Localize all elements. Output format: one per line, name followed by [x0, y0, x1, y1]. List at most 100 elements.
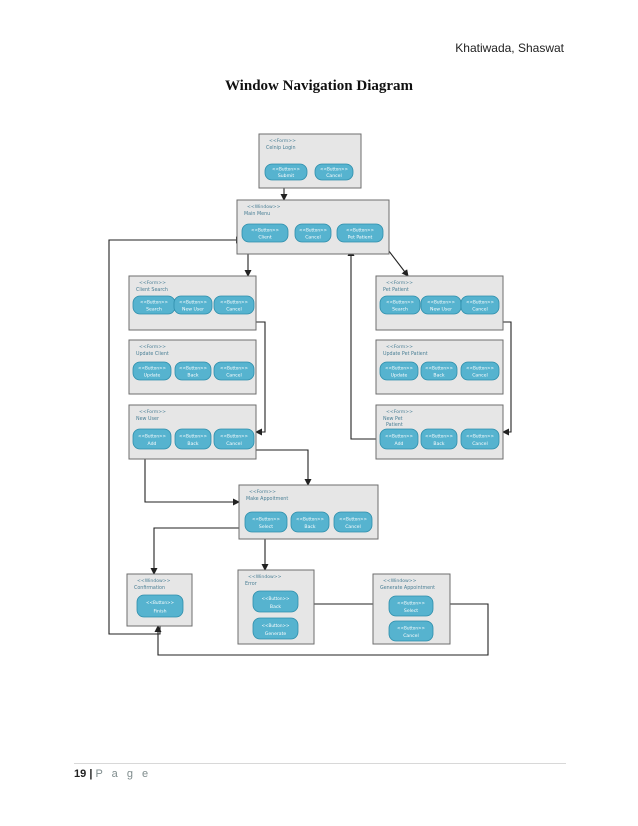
button-shape[interactable] — [336, 223, 384, 243]
button-stereotype: <<Button>> — [179, 300, 208, 305]
mainmenu-pet-patient-button[interactable]: <<Button>>Pet Patient — [336, 223, 384, 243]
button-shape[interactable] — [294, 223, 332, 243]
updatepet-cancel-button[interactable]: <<Button>>Cancel — [460, 361, 500, 381]
makeappt-select-button[interactable]: <<Button>>Select — [244, 511, 288, 533]
button-label: Back — [187, 441, 198, 447]
updateclient-back-button[interactable]: <<Button>>Back — [174, 361, 212, 381]
error-generate-button[interactable]: <<Button>> Generate — [252, 617, 299, 640]
mainmenu-cancel-button[interactable]: <<Button>>Cancel — [294, 223, 332, 243]
button-shape[interactable] — [379, 295, 421, 315]
node-stereotype: <<Form>> — [386, 280, 413, 286]
button-shape[interactable] — [314, 163, 354, 181]
clientsearch-search-button[interactable]: <<Button>>Search — [132, 295, 176, 315]
button-stereotype: <<Button>> — [385, 433, 414, 438]
button-label: Search — [392, 306, 408, 312]
petpatient-new-user-button[interactable]: <<Button>>New User — [420, 295, 462, 315]
newpet-back-button[interactable]: <<Button>>Back — [420, 428, 458, 450]
node-stereotype: <<Window>> — [247, 204, 281, 210]
button-shape[interactable] — [290, 511, 330, 533]
button-label: Add — [148, 441, 157, 447]
button-stereotype: <<Button>> — [261, 623, 290, 628]
login-submit-button[interactable]: <<Button>>Submit — [264, 163, 308, 181]
updatepet-update-button[interactable]: <<Button>>Update — [379, 361, 419, 381]
button-stereotype: <<Button>> — [179, 366, 208, 371]
button-shape[interactable] — [213, 361, 255, 381]
button-stereotype: <<Button>> — [252, 516, 281, 521]
button-stereotype: <<Button>> — [138, 433, 167, 438]
button-shape[interactable] — [132, 361, 172, 381]
button-label: Generate — [265, 631, 287, 637]
makeappt-cancel-button[interactable]: <<Button>>Cancel — [333, 511, 373, 533]
button-shape[interactable] — [379, 428, 419, 450]
button-label: Cancel — [345, 524, 361, 530]
login-cancel-button[interactable]: <<Button>>Cancel — [314, 163, 354, 181]
node-name: Update Client — [136, 351, 169, 357]
button-shape[interactable] — [241, 223, 289, 243]
button-stereotype: <<Button>> — [138, 366, 167, 371]
node-name: Error — [245, 581, 257, 587]
button-shape[interactable] — [420, 428, 458, 450]
makeappt-back-button[interactable]: <<Button>>Back — [290, 511, 330, 533]
button-shape[interactable] — [136, 594, 184, 618]
button-shape[interactable] — [213, 295, 255, 315]
button-shape[interactable] — [174, 361, 212, 381]
error-back-button[interactable]: <<Button>>Back — [252, 590, 299, 613]
newuser-back-button[interactable]: <<Button>>Back — [174, 428, 212, 450]
button-shape[interactable] — [460, 428, 500, 450]
button-label: Cancel — [472, 306, 488, 312]
button-shape[interactable] — [213, 428, 255, 450]
petpatient-cancel-button[interactable]: <<Button>>Cancel — [460, 295, 500, 315]
confirmation-finish-button[interactable]: <<Button>> Finish — [136, 594, 184, 618]
node-stereotype: <<Form>> — [139, 344, 166, 350]
button-label: Cancel — [305, 234, 321, 240]
button-shape[interactable] — [132, 428, 172, 450]
node-stereotype: <<Form>> — [269, 138, 296, 144]
button-shape[interactable] — [252, 590, 299, 613]
button-stereotype: <<Button>> — [427, 300, 456, 305]
button-shape[interactable] — [460, 361, 500, 381]
button-stereotype: <<Button>> — [299, 228, 328, 233]
node-makeappt: <<Form>>Make Appoitment<<Button>>Select<… — [238, 484, 379, 540]
page-title: Window Navigation Diagram — [224, 78, 414, 94]
node-confirmation: <<Window>>Confirmation<<Button>>Finish — [126, 573, 193, 627]
button-shape[interactable] — [252, 617, 299, 640]
button-shape[interactable] — [388, 595, 434, 617]
button-stereotype: <<Button>> — [346, 228, 375, 233]
updateclient-cancel-button[interactable]: <<Button>>Cancel — [213, 361, 255, 381]
button-label: Finish — [153, 609, 166, 615]
petpatient-search-button[interactable]: <<Button>>Search — [379, 295, 421, 315]
updatepet-back-button[interactable]: <<Button>>Back — [420, 361, 458, 381]
button-shape[interactable] — [244, 511, 288, 533]
genappt-cancel-button[interactable]: <<Button>>Cancel — [388, 620, 434, 642]
button-label: Select — [404, 608, 418, 614]
node-petpatient: <<Form>>Pet Patient<<Button>>Search<<But… — [375, 275, 504, 331]
button-shape[interactable] — [379, 361, 419, 381]
button-shape[interactable] — [174, 428, 212, 450]
newuser-add-button[interactable]: <<Button>> Add — [132, 428, 172, 450]
button-stereotype: <<Button>> — [146, 600, 175, 605]
button-stereotype: <<Button>> — [251, 228, 280, 233]
button-label: Client — [258, 234, 271, 240]
newuser-cancel-button[interactable]: <<Button>>Cancel — [213, 428, 255, 450]
button-shape[interactable] — [460, 295, 500, 315]
genappt-select-button[interactable]: <<Button>>Select — [388, 595, 434, 617]
button-shape[interactable] — [333, 511, 373, 533]
clientsearch-cancel-button[interactable]: <<Button>>Cancel — [213, 295, 255, 315]
button-stereotype: <<Button>> — [220, 433, 249, 438]
button-shape[interactable] — [173, 295, 213, 315]
newpet-cancel-button[interactable]: <<Button>>Cancel — [460, 428, 500, 450]
button-shape[interactable] — [264, 163, 308, 181]
mainmenu-client-button[interactable]: <<Button>>Client — [241, 223, 289, 243]
button-shape[interactable] — [388, 620, 434, 642]
button-shape[interactable] — [420, 361, 458, 381]
button-label: Back — [433, 441, 444, 447]
page-word: P a g e — [95, 768, 152, 780]
node-genappt: <<Window>>Generate Appointment<<Button>>… — [372, 573, 451, 645]
updateclient-update-button[interactable]: <<Button>>Update — [132, 361, 172, 381]
newpet-add-button[interactable]: <<Button>>Add — [379, 428, 419, 450]
clientsearch-new-user-button[interactable]: <<Button>>New User — [173, 295, 213, 315]
node-stereotype: <<Form>> — [139, 280, 166, 286]
button-stereotype: <<Button>> — [296, 516, 325, 521]
node-stereotype: <<Form>> — [139, 409, 166, 415]
